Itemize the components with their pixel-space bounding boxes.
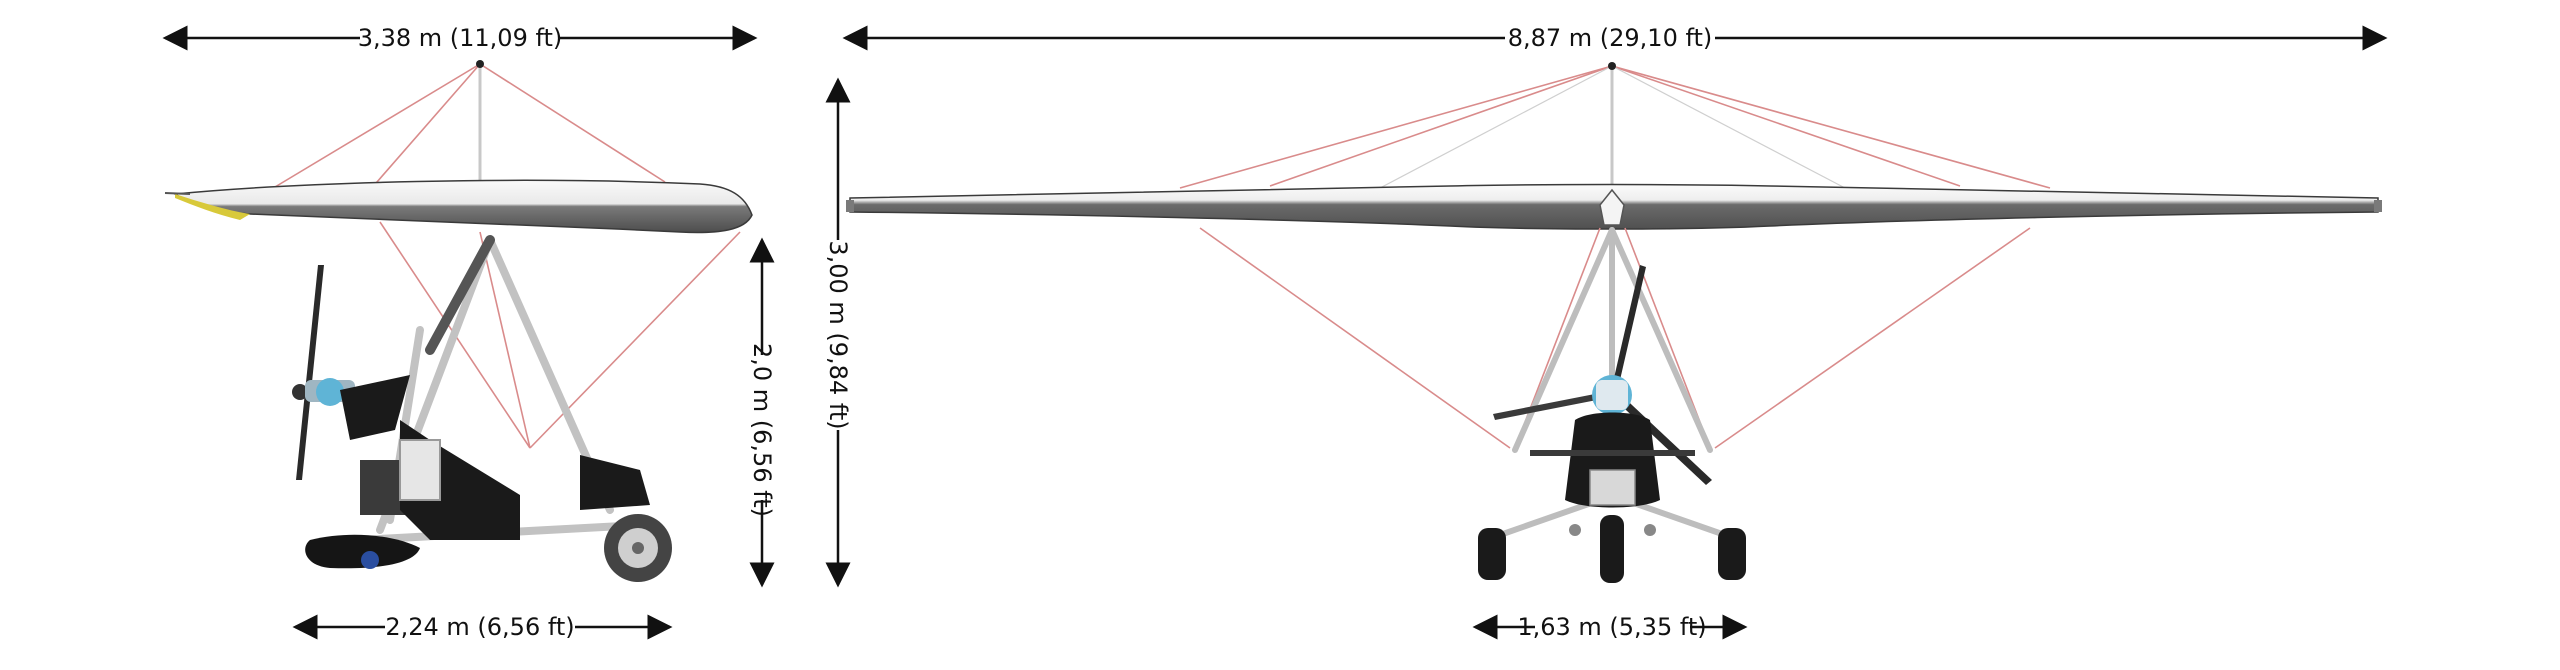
front-height-label: 3,00 m (9,84 ft) [824, 240, 852, 429]
front-body [1530, 375, 1695, 508]
prop-hub-icon [316, 378, 344, 406]
side-view: 3,38 m (11,09 ft) [162, 24, 776, 641]
front-kingpost-top [1608, 62, 1616, 70]
side-propeller [292, 265, 355, 480]
front-upper-wires [1179, 65, 2051, 189]
front-wingspan-dimension: 8,87 m (29,10 ft) [842, 24, 2388, 52]
front-track-label: 1,63 m (5,35 ft) [1517, 613, 1706, 641]
side-length-dimension: 2,24 m (6,56 ft) [292, 613, 673, 641]
side-wheels [305, 514, 672, 582]
front-height-dimension: 3,00 m (9,84 ft) [824, 77, 852, 588]
front-wingspan-label: 8,87 m (29,10 ft) [1508, 24, 1713, 52]
side-length-label: 2,24 m (6,56 ft) [385, 613, 574, 641]
side-height-label: 2,0 m (6,56 ft) [748, 343, 776, 517]
front-view: 8,87 m (29,10 ft) 3,00 m (9,84 ft) [824, 24, 2388, 641]
front-propeller [1493, 265, 1712, 485]
side-wingspan-label: 3,38 m (11,09 ft) [358, 24, 563, 52]
front-wing [846, 183, 2382, 230]
front-frame [1497, 227, 1728, 538]
side-wing [164, 179, 753, 234]
side-mast [425, 235, 495, 355]
side-body [340, 375, 650, 540]
side-height-dimension: 2,0 m (6,56 ft) [748, 237, 776, 588]
front-wheels [1478, 515, 1746, 583]
side-kingpost-top [476, 60, 484, 68]
front-track-dimension: 1,63 m (5,35 ft) [1472, 613, 1748, 641]
side-wingspan-dimension: 3,38 m (11,09 ft) [162, 24, 758, 52]
